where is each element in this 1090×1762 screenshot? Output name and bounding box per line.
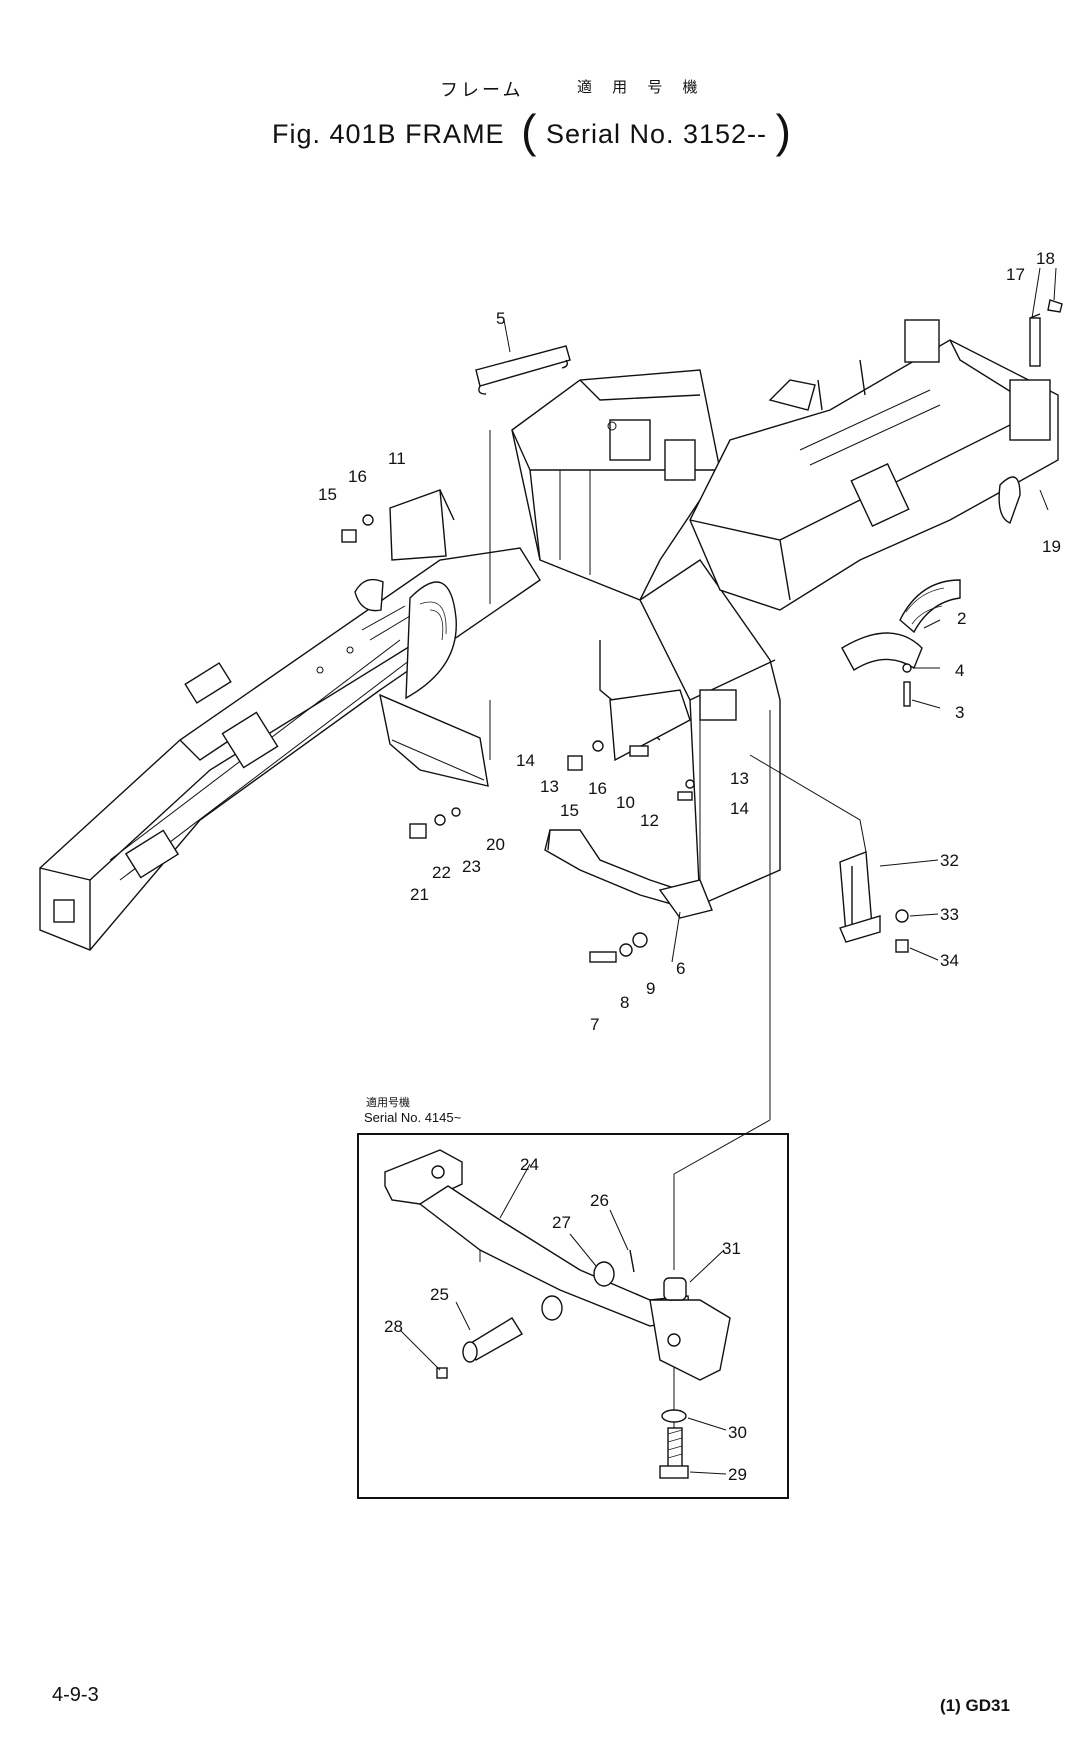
inset-box [357, 1133, 789, 1499]
circle-bracket-left [354, 578, 457, 700]
callout-33: 33 [940, 905, 959, 924]
callout-1: 11 [388, 449, 406, 468]
close-paren: ) [775, 105, 792, 157]
model-code: (1) GD31 [940, 1696, 1010, 1715]
serial-range: Serial No. 3152-- [545, 119, 768, 149]
center-column [599, 559, 781, 907]
bolt-3-4 [902, 663, 912, 707]
callout-16a: 16 [348, 467, 367, 486]
callout-numbers: 11 2 3 4 5 6 7 8 9 10 12 13 13 14 14 15 … [318, 249, 1061, 1484]
callout-23: 23 [462, 857, 481, 876]
inset-serial-range: Serial No. 4145~ [364, 1110, 462, 1125]
callout-8: 8 [620, 993, 629, 1012]
cover-part-5 [475, 345, 571, 395]
callout-25: 25 [430, 1285, 449, 1304]
inset-serial-japanese: 適用号機 [366, 1097, 410, 1109]
callout-14a: 14 [516, 751, 535, 770]
callout-19: 19 [1042, 537, 1061, 556]
inset-hardware-29-31 [659, 1277, 689, 1479]
front-frame [689, 319, 1059, 611]
callout-15b: 15 [560, 801, 579, 820]
callout-32: 32 [940, 851, 959, 870]
callout-34: 34 [940, 951, 959, 970]
page-number: 4-9-3 [52, 1684, 99, 1706]
callout-9: 9 [646, 979, 655, 998]
callout-31: 31 [722, 1239, 741, 1258]
open-paren: ( [521, 105, 538, 157]
callout-7: 7 [590, 1015, 599, 1034]
bolt-group-10-16 [567, 740, 695, 801]
callout-30: 30 [728, 1423, 747, 1442]
serial-japanese: 適 用 号 機 [577, 79, 706, 96]
inset-axle-beam-24 [384, 1149, 731, 1381]
callout-29: 29 [728, 1465, 747, 1484]
center-box-frame [511, 369, 721, 601]
pin-17-18 [1029, 299, 1063, 367]
callout-4: 4 [955, 661, 964, 680]
callout-24: 24 [520, 1155, 539, 1174]
circle-bracket-right [841, 579, 961, 671]
callout-13b: 13 [730, 769, 749, 788]
callout-10: 10 [616, 793, 635, 812]
bracket-32 [839, 851, 909, 953]
callout-28: 28 [384, 1317, 403, 1336]
bolt-group-7-9 [589, 932, 648, 963]
callout-13a: 13 [540, 777, 559, 796]
title-japanese: フレーム [440, 80, 524, 100]
inset-bushing-26-27 [541, 1249, 635, 1321]
leader-lines [399, 267, 1057, 1475]
callout-6: 6 [676, 959, 685, 978]
callout-16b: 16 [588, 779, 607, 798]
figure-title-text: Fig. 401B FRAME [272, 119, 505, 149]
lower-bracket-6 [544, 829, 713, 919]
callout-26: 26 [590, 1191, 609, 1210]
callout-21: 21 [410, 885, 429, 904]
callout-20: 20 [486, 835, 505, 854]
callout-2: 2 [957, 609, 966, 628]
inset-pin-25-28 [436, 1317, 523, 1379]
bolt-group-15-16-11 [341, 489, 455, 561]
callout-17: 17 [1006, 265, 1025, 284]
figure-title: Fig. 401B FRAME ( 適 用 号 機 Serial No. 315… [272, 79, 792, 157]
callout-15a: 15 [318, 485, 337, 504]
callout-18: 18 [1036, 249, 1055, 268]
callout-22: 22 [432, 863, 451, 882]
bolt-group-21-23 [409, 807, 461, 839]
callout-14b: 14 [730, 799, 749, 818]
callout-12: 12 [640, 811, 659, 830]
lower-side-panel [379, 693, 489, 787]
callout-3: 3 [955, 703, 964, 722]
callout-5: 5 [496, 309, 505, 328]
callout-27: 27 [552, 1213, 571, 1232]
